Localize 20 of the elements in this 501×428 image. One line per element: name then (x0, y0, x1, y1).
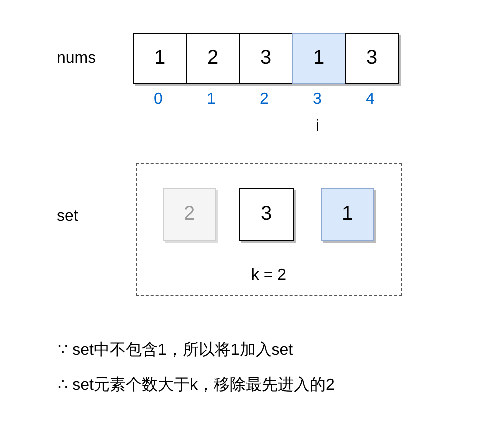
array-cell: 3 (345, 33, 399, 84)
set-box (136, 163, 402, 296)
array-cell: 1 (292, 33, 346, 84)
set-element-box: 1 (321, 188, 374, 241)
index-number: 1 (207, 91, 216, 109)
array-cell: 3 (239, 33, 293, 84)
row-label: nums (57, 50, 96, 68)
set-element-box: 3 (239, 188, 294, 241)
set-element-box: 2 (163, 188, 216, 241)
index-number: 4 (366, 91, 375, 109)
note-text: ∵ set中不包含1，所以将1加入set (58, 340, 294, 361)
row-label: set (57, 208, 78, 226)
note-text: ∴ set元素个数大于k，移除最先进入的2 (58, 376, 335, 396)
index-number: 2 (260, 91, 269, 109)
array-cell: 1 (133, 33, 187, 84)
array-cell: 2 (186, 33, 240, 84)
pointer-label: i (316, 118, 320, 136)
constraint-text: k = 2 (251, 267, 287, 285)
index-number: 0 (154, 91, 163, 109)
index-number: 3 (313, 91, 322, 109)
